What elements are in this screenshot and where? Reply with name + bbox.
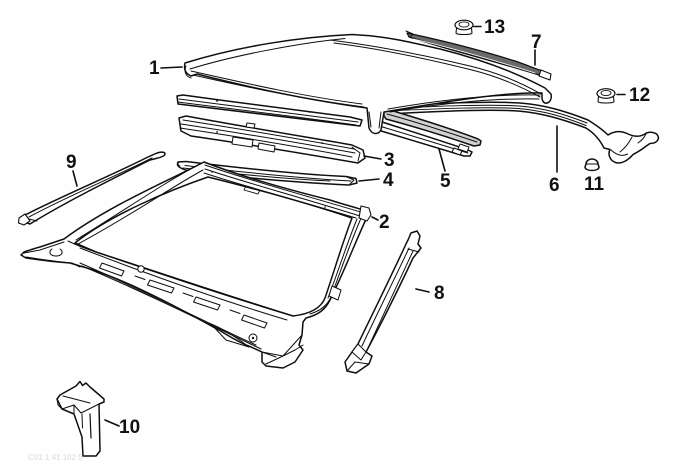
svg-text:13: 13 <box>484 17 505 38</box>
svg-text:2: 2 <box>379 212 390 233</box>
svg-text:C01 1 41 102 5: C01 1 41 102 5 <box>28 453 83 461</box>
svg-text:11: 11 <box>584 174 605 195</box>
svg-text:6: 6 <box>549 175 560 196</box>
svg-text:1: 1 <box>149 58 160 79</box>
svg-text:8: 8 <box>434 283 445 304</box>
svg-text:5: 5 <box>440 171 451 192</box>
svg-text:12: 12 <box>629 85 650 106</box>
svg-text:9: 9 <box>66 152 77 173</box>
svg-text:10: 10 <box>119 417 140 438</box>
svg-text:3: 3 <box>384 150 395 171</box>
svg-text:4: 4 <box>383 170 394 191</box>
svg-text:7: 7 <box>531 32 542 53</box>
